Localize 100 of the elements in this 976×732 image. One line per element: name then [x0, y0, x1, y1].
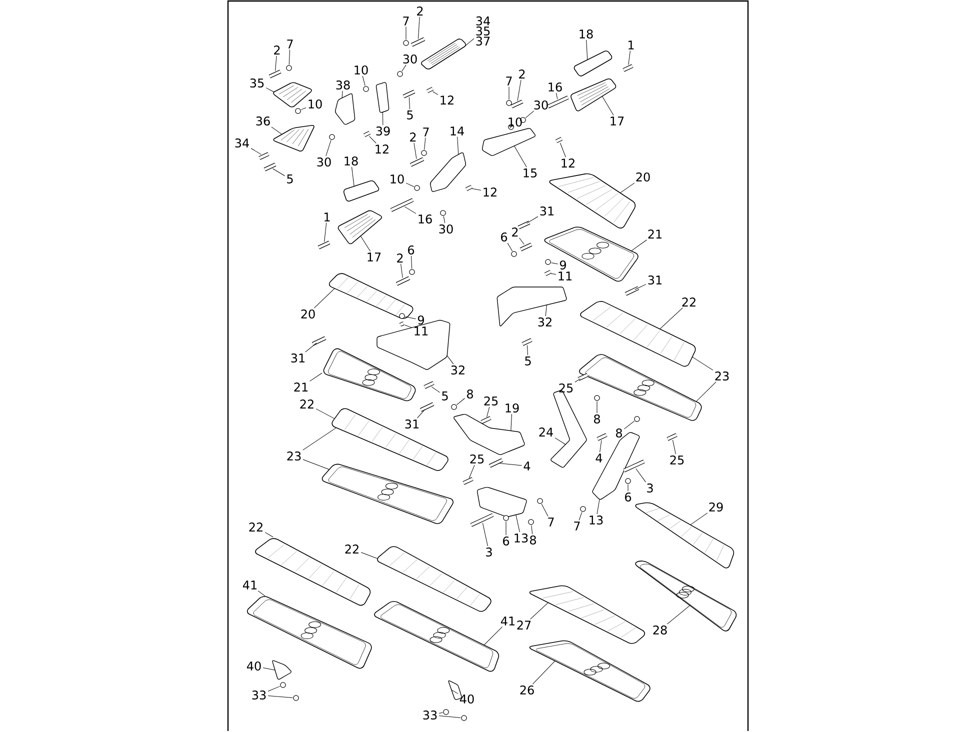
floorboard-pad [328, 273, 414, 319]
leader-line [438, 716, 461, 718]
leader-line [268, 695, 293, 698]
callout-number: 4 [596, 454, 602, 462]
leader-line [596, 499, 600, 514]
leader-line [484, 626, 502, 646]
leader-line [402, 64, 406, 72]
callout-number: 2 [417, 6, 423, 16]
leader-line [314, 288, 335, 308]
washer [503, 515, 509, 521]
callout-number: 10 [354, 65, 368, 75]
leader-line [556, 92, 558, 100]
leader-line [316, 408, 335, 419]
callout-number: 5 [407, 110, 413, 120]
leader-line [482, 522, 488, 546]
leader-line [404, 206, 416, 214]
leader-line [692, 356, 714, 370]
bolt [666, 433, 678, 441]
leader-line [424, 138, 426, 150]
leader-line [360, 236, 371, 252]
leader-line [302, 459, 330, 470]
leader-line [666, 605, 690, 624]
leader-line [672, 440, 676, 454]
leader-line [326, 140, 332, 156]
leader-line [532, 660, 556, 684]
callout-number: 1 [324, 212, 330, 222]
bolt [363, 131, 371, 138]
leader-line [526, 344, 528, 356]
bolt [410, 157, 424, 167]
bolt [420, 402, 434, 412]
callout-number: 13 [590, 515, 603, 525]
callout-number: 5 [442, 392, 448, 400]
leader-line [602, 96, 614, 116]
callout-number: 30 [403, 54, 417, 64]
footpeg-cover [343, 180, 380, 202]
callout-number: 36 [256, 116, 270, 126]
leader-line [545, 304, 547, 316]
callout-number: 22 [345, 544, 358, 554]
leader-line [510, 414, 512, 432]
callout-number: 5 [525, 356, 531, 366]
callout-number: 40 [460, 694, 474, 704]
leader-line [272, 168, 286, 176]
leader-line [250, 148, 262, 155]
callout-number: 39 [376, 126, 390, 136]
washer [634, 416, 640, 422]
bolt [520, 242, 532, 252]
bolt [480, 416, 492, 424]
bracket [454, 414, 525, 455]
washer [520, 117, 526, 123]
callout-number: 30 [439, 224, 453, 234]
leader-line [258, 590, 266, 596]
callout-number: 6 [503, 536, 510, 546]
bolt [578, 373, 588, 381]
leader-line [324, 222, 327, 242]
leader-line [624, 420, 635, 430]
leader-line [554, 438, 566, 445]
leader-line [438, 712, 443, 714]
bolt [396, 276, 410, 286]
bolt [258, 152, 270, 160]
callout-number: 11 [558, 272, 572, 280]
callout-number: 9 [418, 315, 424, 325]
bolt [596, 433, 608, 441]
leader-line [507, 242, 513, 252]
leader-line [310, 372, 322, 382]
bolt [424, 381, 434, 389]
callout-number: 14 [450, 126, 464, 136]
leader-line [369, 136, 376, 144]
callout-number: 9 [560, 260, 566, 270]
leader-line [457, 136, 459, 155]
footpeg [273, 124, 314, 152]
callout-number: 24 [539, 428, 553, 436]
washer [295, 108, 301, 114]
bolt [555, 137, 563, 144]
callout-number: 26 [520, 685, 534, 695]
leader-line [417, 409, 426, 418]
callout-number: 2 [397, 254, 403, 262]
callout-number: 12 [484, 188, 496, 196]
washer [286, 65, 292, 71]
callout-number: 17 [368, 252, 381, 262]
bolt [268, 70, 282, 78]
leader-line [468, 464, 475, 478]
callout-number: 5 [287, 174, 293, 184]
callout-number: 25 [670, 455, 684, 465]
callout-number: 34 [235, 138, 249, 148]
bolt [264, 162, 276, 172]
leader-line [271, 126, 282, 135]
callout-number: 1 [628, 40, 634, 50]
leader-line [526, 216, 538, 224]
callout-number: 28 [653, 625, 667, 635]
callout-number: 21 [648, 230, 662, 238]
washer [545, 259, 551, 265]
callout-number: 31 [405, 419, 419, 429]
washer [537, 498, 543, 504]
floorboard-pan [374, 601, 500, 672]
leader-line [414, 142, 417, 160]
bolt [488, 458, 504, 468]
washer [528, 519, 534, 525]
callout-number: 31 [540, 206, 554, 216]
leader-line [574, 378, 581, 382]
bolt [462, 477, 474, 485]
